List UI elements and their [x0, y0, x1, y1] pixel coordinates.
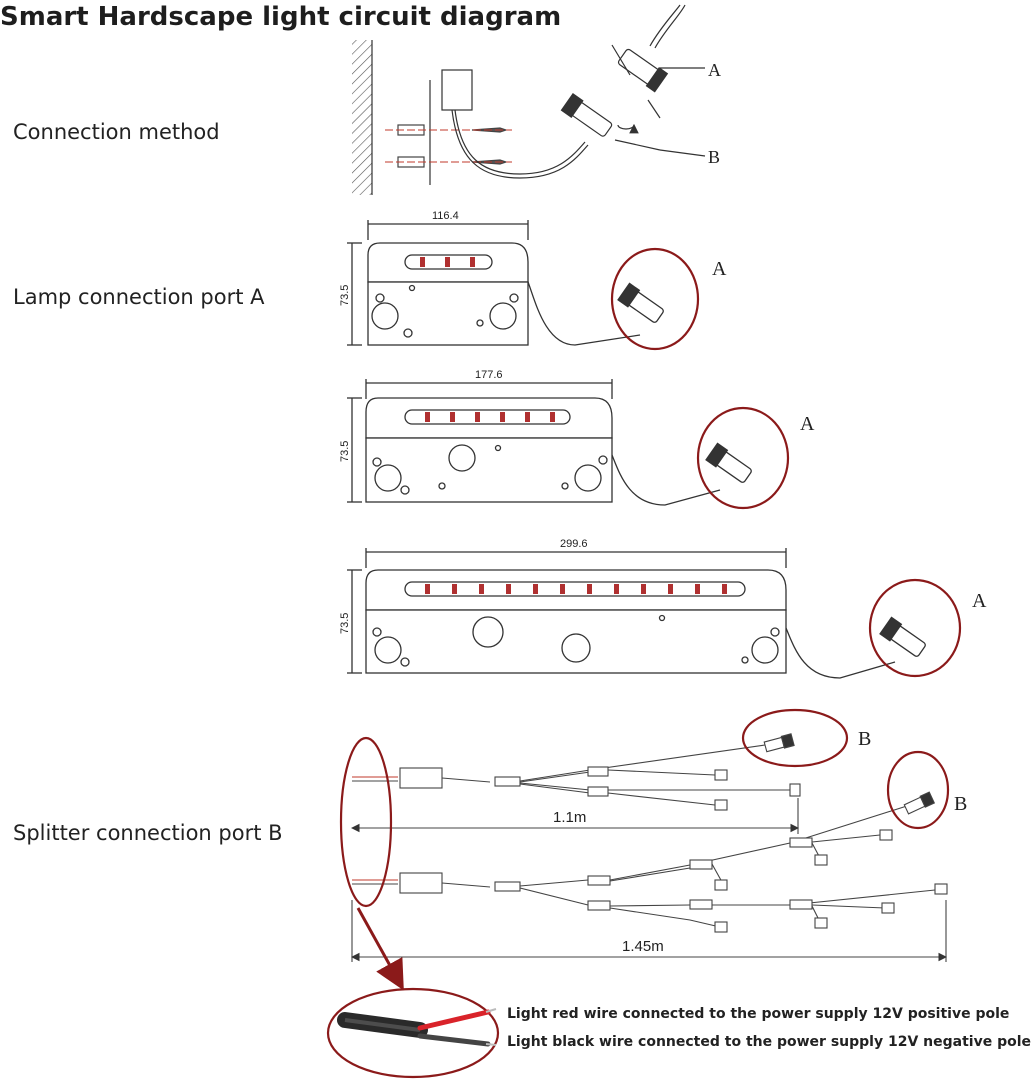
splitter-2-port-b-label: B	[954, 793, 967, 815]
black-wire	[417, 1033, 491, 1047]
lamp-177-width: 177.6	[475, 369, 503, 381]
diagram-title: Smart Hardscape light circuit diagram	[0, 2, 562, 32]
splitter-1-port-b-circle	[741, 708, 849, 768]
lamp-177-leds	[425, 412, 555, 422]
lamp-177-height: 73.5	[339, 441, 351, 462]
red-wire-note: Light red wire connected to the power su…	[507, 1006, 1010, 1022]
splitter-2: B 1.45m	[350, 750, 967, 962]
lamp-299-port-a-label: A	[972, 590, 987, 612]
connector-b-callout: B	[708, 147, 720, 167]
red-wire	[417, 1009, 491, 1031]
splitter-1-length: 1.1m	[553, 809, 586, 826]
lamp-299-width: 299.6	[560, 538, 588, 550]
splitter-2-port-b-circle	[886, 750, 950, 830]
splitter-1: B 1.1m	[350, 708, 871, 834]
lamp-116-leds	[420, 257, 475, 267]
wire-detail	[326, 987, 500, 1079]
lamp-299-height: 73.5	[339, 613, 351, 634]
lamp-177-port-a-circle	[696, 406, 790, 510]
lamp-299-port-a-circle	[868, 578, 962, 678]
wire-ends-circle	[339, 736, 393, 908]
lamp-116-width: 116.4	[432, 210, 459, 222]
lamp-116-port-a-circle	[610, 247, 700, 351]
lamp-116: 116.4 73.5 A	[339, 210, 727, 351]
lamp-299: 299.6 73.5 A	[339, 538, 987, 679]
lamp-116-height: 73.5	[339, 285, 351, 306]
connection-method-drawing	[352, 4, 706, 195]
connection-method-label: Connection method	[13, 120, 220, 144]
splitter-2-length: 1.45m	[622, 938, 664, 955]
wire-detail-arrow	[356, 907, 404, 991]
lamp-port-label: Lamp connection port A	[13, 285, 265, 309]
splitter-port-label: Splitter connection port B	[13, 821, 283, 845]
lamp-299-leds	[425, 584, 727, 594]
lamp-116-port-a-label: A	[712, 258, 727, 280]
black-wire-note: Light black wire connected to the power …	[507, 1034, 1031, 1050]
connector-a-callout: A	[708, 60, 721, 80]
lamp-177: 177.6 73.5 A	[339, 369, 815, 510]
splitter-1-port-b-label: B	[858, 728, 871, 750]
lamp-177-port-a-label: A	[800, 413, 815, 435]
